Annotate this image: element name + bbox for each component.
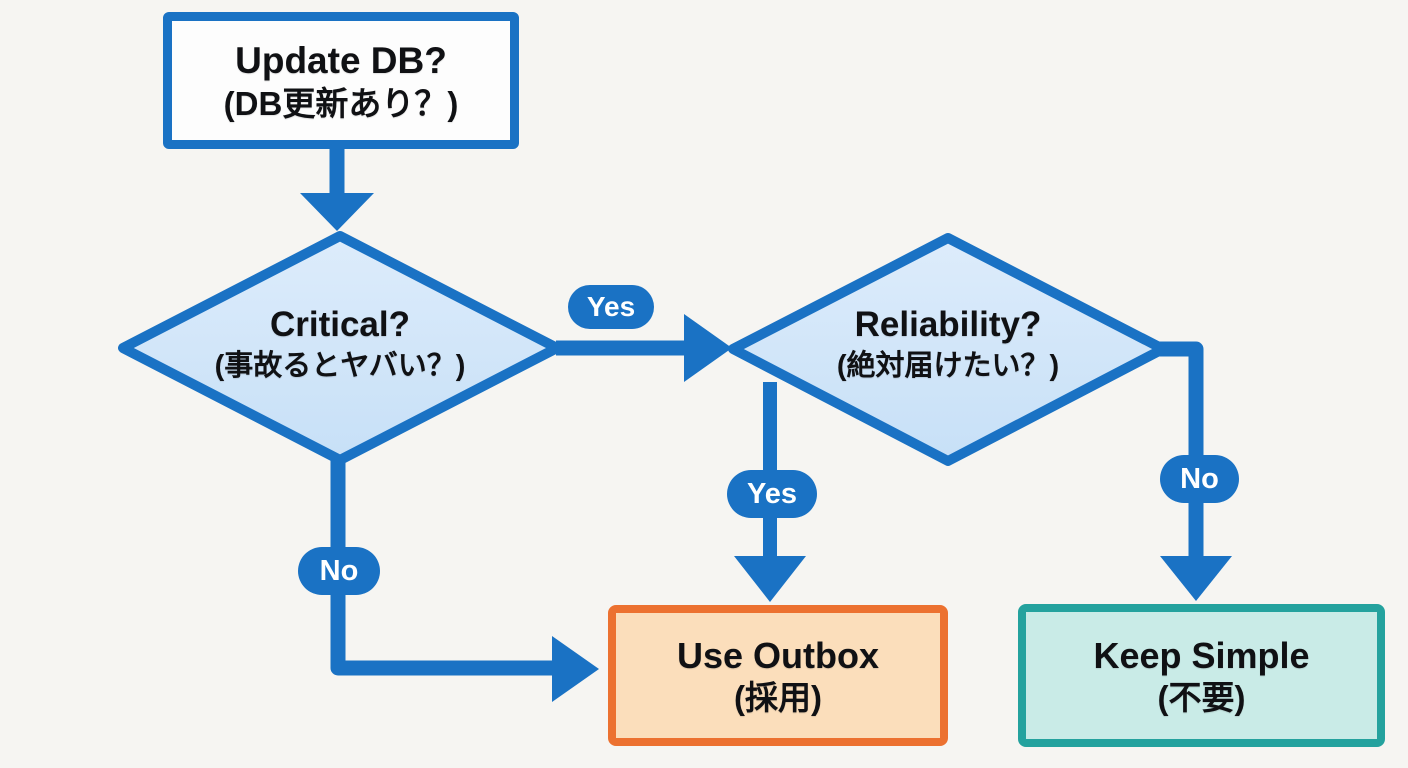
update-db-node: Update DB? (DB更新あり？) — [163, 12, 519, 149]
reliability-node: Reliability? (絶対届けたい？) — [748, 302, 1148, 384]
critical-no-label: No — [298, 547, 380, 595]
critical-node: Critical? (事故るとヤバい？) — [140, 302, 540, 384]
keep-simple-title: Keep Simple — [1093, 635, 1310, 677]
edge-critical-yes-to-reliability — [556, 314, 732, 382]
use-outbox-title: Use Outbox — [676, 635, 880, 677]
reliability-title: Reliability? — [854, 305, 1042, 344]
keep-simple-subtitle: (不要) — [1157, 679, 1246, 717]
critical-subtitle: (事故るとヤバい？) — [214, 349, 466, 382]
reliability-diamond-shape — [728, 233, 1168, 466]
reliability-no-label: No — [1160, 455, 1239, 503]
edge-update-db-to-critical — [300, 147, 374, 231]
update-db-title: Update DB? — [235, 39, 447, 81]
critical-diamond-shape — [118, 231, 562, 465]
reliability-subtitle: (絶対届けたい？) — [836, 349, 1060, 382]
critical-yes-label: Yes — [568, 285, 654, 329]
use-outbox-subtitle: (採用) — [734, 679, 822, 717]
keep-simple-node: Keep Simple (不要) — [1018, 604, 1385, 747]
use-outbox-node: Use Outbox (採用) — [608, 605, 948, 746]
edge-critical-no-to-use-outbox — [330, 455, 599, 702]
reliability-yes-label: Yes — [727, 470, 817, 518]
update-db-subtitle: (DB更新あり？) — [223, 84, 459, 122]
critical-title: Critical? — [269, 305, 411, 344]
